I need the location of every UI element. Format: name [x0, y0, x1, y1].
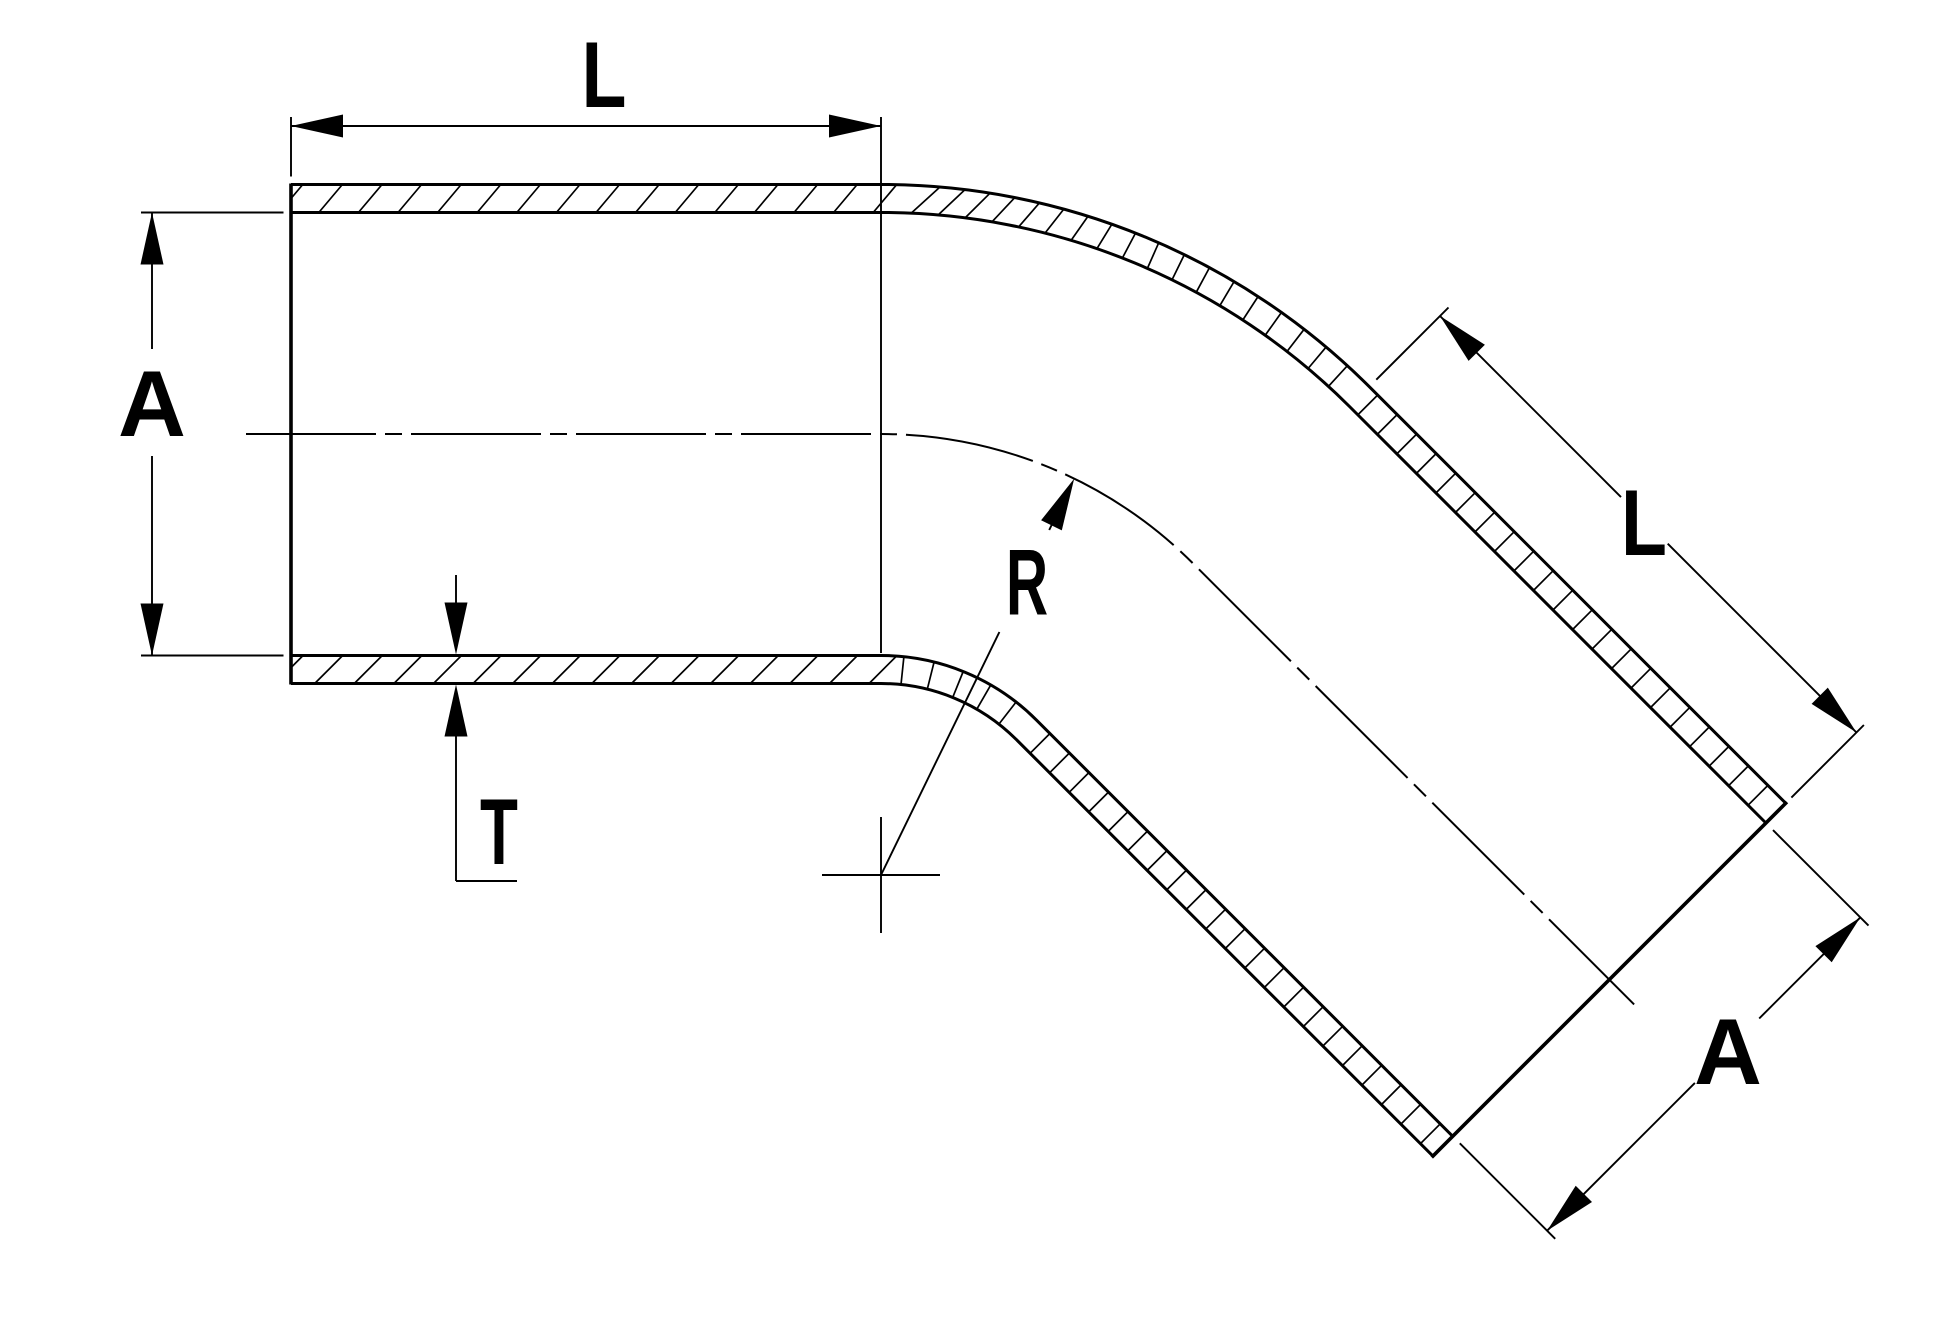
svg-text:L: L	[1621, 471, 1667, 576]
svg-text:R: R	[1006, 529, 1048, 635]
svg-text:L: L	[582, 22, 627, 127]
svg-text:T: T	[480, 779, 518, 884]
svg-text:A: A	[118, 351, 186, 456]
svg-text:A: A	[1694, 999, 1762, 1104]
